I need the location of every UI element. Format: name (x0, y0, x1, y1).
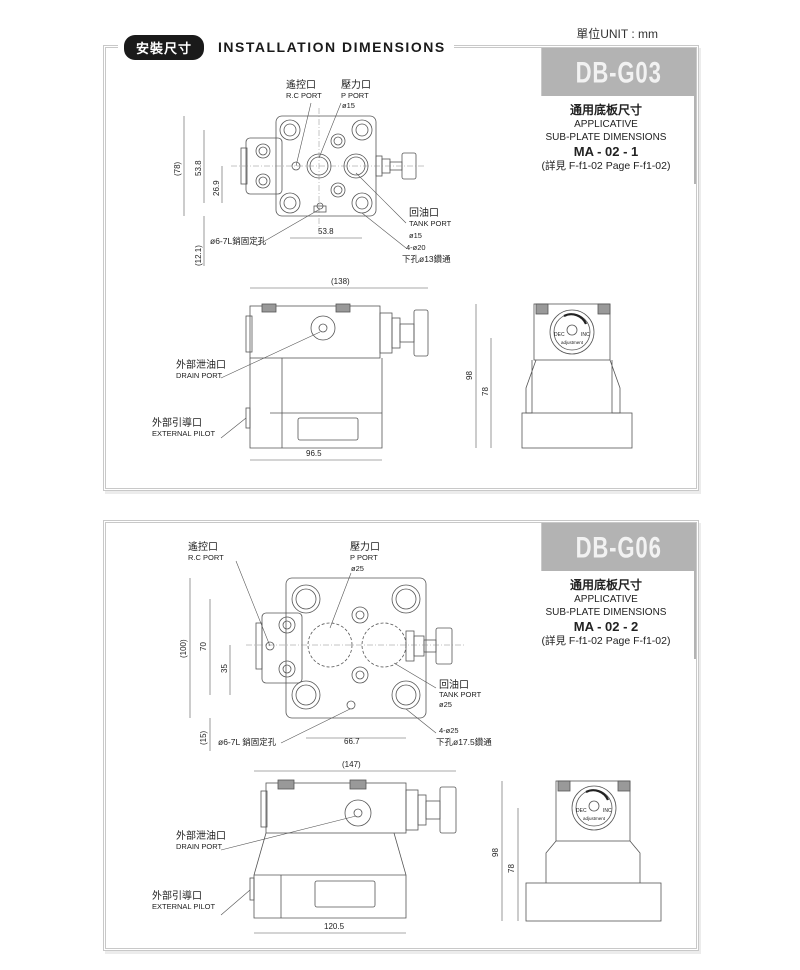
dial-inc: INC (581, 332, 590, 338)
dim-offset: (12.1) (194, 245, 203, 266)
section-title-zh: 安裝尺寸 (124, 34, 205, 60)
dim-overall-width: (138) (331, 277, 350, 286)
dim-center-height: 78 (507, 864, 516, 873)
tank-port-zh: 回油口 (439, 678, 469, 691)
subplate-title-zh: 通用底板尺寸 (569, 578, 642, 592)
rc-port-zh: 遙控口 (286, 78, 316, 91)
mount-holes-note: 下孔ø17.5鑽通 (436, 737, 492, 747)
rc-port-en: R.C PORT (286, 91, 322, 100)
subplate-title-en1: APPLICATIVE (574, 119, 638, 130)
pin-hole: ø6-7L 銷固定孔 (218, 737, 277, 747)
dim-base-width: 96.5 (306, 449, 322, 458)
subplate-ref: (詳見 F-f1-02 Page F-f1-02) (541, 160, 671, 172)
subplate-title-en2: SUB-PLATE DIMENSIONS (545, 607, 667, 618)
dim-total-height: 98 (465, 371, 474, 380)
section-title-en: INSTALLATION DIMENSIONS (218, 39, 446, 55)
pin-hole: ø6-7L銷固定孔 (210, 236, 267, 246)
dim-height-total: (78) (173, 161, 182, 176)
dim-height-center: 26.9 (212, 180, 221, 196)
dial-dec: DEC (576, 808, 587, 814)
end-view-drawing: 98 78 DEC INC adjustment (465, 303, 633, 449)
dim-total-height: 98 (491, 848, 500, 857)
dial-inc: INC (603, 808, 612, 814)
ext-pilot-zh: 外部引導口 (152, 416, 202, 429)
tank-port-en: TANK PORT (409, 219, 452, 228)
dim-width-ports: 66.7 (344, 737, 360, 746)
side-view-drawing: (147) 120.5 外部泄油口 DRAIN PORT 外部引導口 EXTER… (152, 760, 457, 934)
dim-overall-width: (147) (342, 760, 361, 769)
panel-db-g06: DB-G06 通用底板尺寸 APPLICATIVE SUB-PLATE DIME… (103, 520, 699, 951)
subplate-title-en2: SUB-PLATE DIMENSIONS (545, 132, 667, 143)
subplate-title-en1: APPLICATIVE (574, 594, 638, 605)
mount-holes: 4-ø20 (406, 243, 426, 252)
dim-width-ports: 53.8 (318, 227, 334, 236)
dim-height-total: (100) (179, 639, 188, 658)
rc-port-en: R.C PORT (188, 553, 224, 562)
end-view-drawing: 98 78 DEC INC adjustment (491, 780, 662, 922)
tank-port-en: TANK PORT (439, 690, 482, 699)
dim-center-height: 78 (481, 387, 490, 396)
dial-dec: DEC (554, 332, 565, 338)
model-banner: DB-G06 (541, 523, 696, 571)
dial-label: adjustment (561, 340, 584, 345)
ext-pilot-en: EXTERNAL PILOT (152, 429, 215, 438)
tank-port-dia: ø25 (439, 700, 452, 709)
drain-port-zh: 外部泄油口 (176, 829, 226, 842)
dim-base-width: 120.5 (324, 922, 345, 931)
dim-height-ports: 70 (199, 642, 208, 651)
p-port-zh: 壓力口 (341, 78, 371, 91)
ext-pilot-en: EXTERNAL PILOT (152, 902, 215, 911)
ext-pilot-zh: 外部引導口 (152, 889, 202, 902)
subplate-ref: (詳見 F-f1-02 Page F-f1-02) (541, 635, 671, 647)
p-port-en: P PORT (350, 553, 378, 562)
p-port-en: P PORT (341, 91, 369, 100)
drain-port-en: DRAIN PORT (176, 371, 223, 380)
dim-height-center: 35 (220, 664, 229, 673)
dim-height-ports: 53.8 (194, 160, 203, 176)
p-port-dia: ø15 (342, 101, 355, 110)
model-banner: DB-G03 (541, 48, 696, 96)
drain-port-en: DRAIN PORT (176, 842, 223, 851)
mount-holes-note: 下孔ø13鑽通 (402, 254, 451, 264)
side-view-drawing: (138) 96.5 外部泄油口 DRAIN PORT 外部引導口 EXTERN… (152, 277, 429, 461)
dim-offset: (15) (199, 730, 208, 745)
rc-port-zh: 遙控口 (188, 540, 218, 553)
panel-db-g03: DB-G03 通用底板尺寸 APPLICATIVE SUB-PLATE DIME… (103, 45, 699, 491)
top-view-drawing: (100) 70 35 (15) 66.7 遙控口 R.C PORT 壓力口 P… (179, 540, 492, 751)
dial-label: adjustment (583, 816, 606, 821)
section-header: 安裝尺寸 INSTALLATION DIMENSIONS (118, 34, 454, 60)
mount-holes: 4-ø25 (439, 726, 459, 735)
tank-port-dia: ø15 (409, 231, 422, 240)
unit-label: 單位UNIT : mm (576, 27, 658, 41)
tank-port-zh: 回油口 (409, 206, 439, 219)
subplate-code: MA - 02 - 2 (573, 619, 639, 634)
subplate-info: 通用底板尺寸 APPLICATIVE SUB-PLATE DIMENSIONS … (518, 571, 696, 659)
p-port-dia: ø25 (351, 564, 364, 573)
subplate-info: 通用底板尺寸 APPLICATIVE SUB-PLATE DIMENSIONS … (518, 96, 696, 184)
p-port-zh: 壓力口 (350, 540, 380, 553)
subplate-title-zh: 通用底板尺寸 (569, 103, 642, 117)
top-view-drawing: (78) 53.8 26.9 (12.1) 53.8 遙控口 R.C PORT … (173, 78, 452, 266)
subplate-code: MA - 02 - 1 (573, 144, 639, 159)
drain-port-zh: 外部泄油口 (176, 358, 226, 371)
